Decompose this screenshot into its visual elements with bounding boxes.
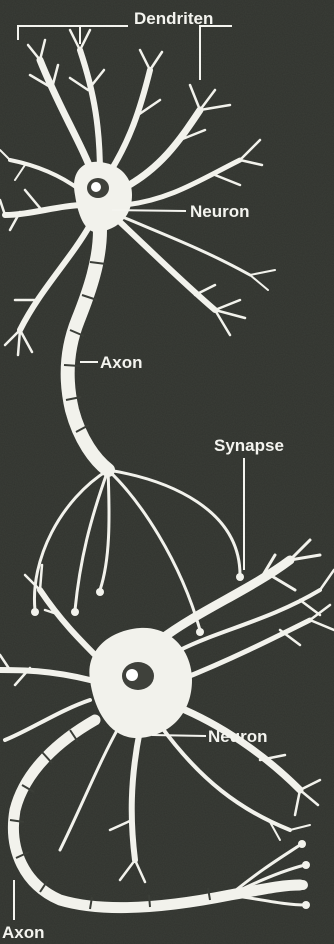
axon-top-label: Axon bbox=[100, 353, 143, 372]
neuron-bottom-leader bbox=[152, 735, 206, 736]
synapse-label: Synapse bbox=[214, 436, 284, 455]
bottom-neuron-nucleolus bbox=[126, 669, 138, 681]
neuron-top-label: Neuron bbox=[190, 202, 250, 221]
neuron-top-leader bbox=[112, 210, 186, 211]
axon-bottom-label: Axon bbox=[2, 923, 45, 942]
dendrites-label: Dendriten bbox=[134, 9, 213, 28]
neuron-bottom-label: Neuron bbox=[208, 727, 268, 746]
top-neuron-nucleolus bbox=[91, 182, 101, 192]
